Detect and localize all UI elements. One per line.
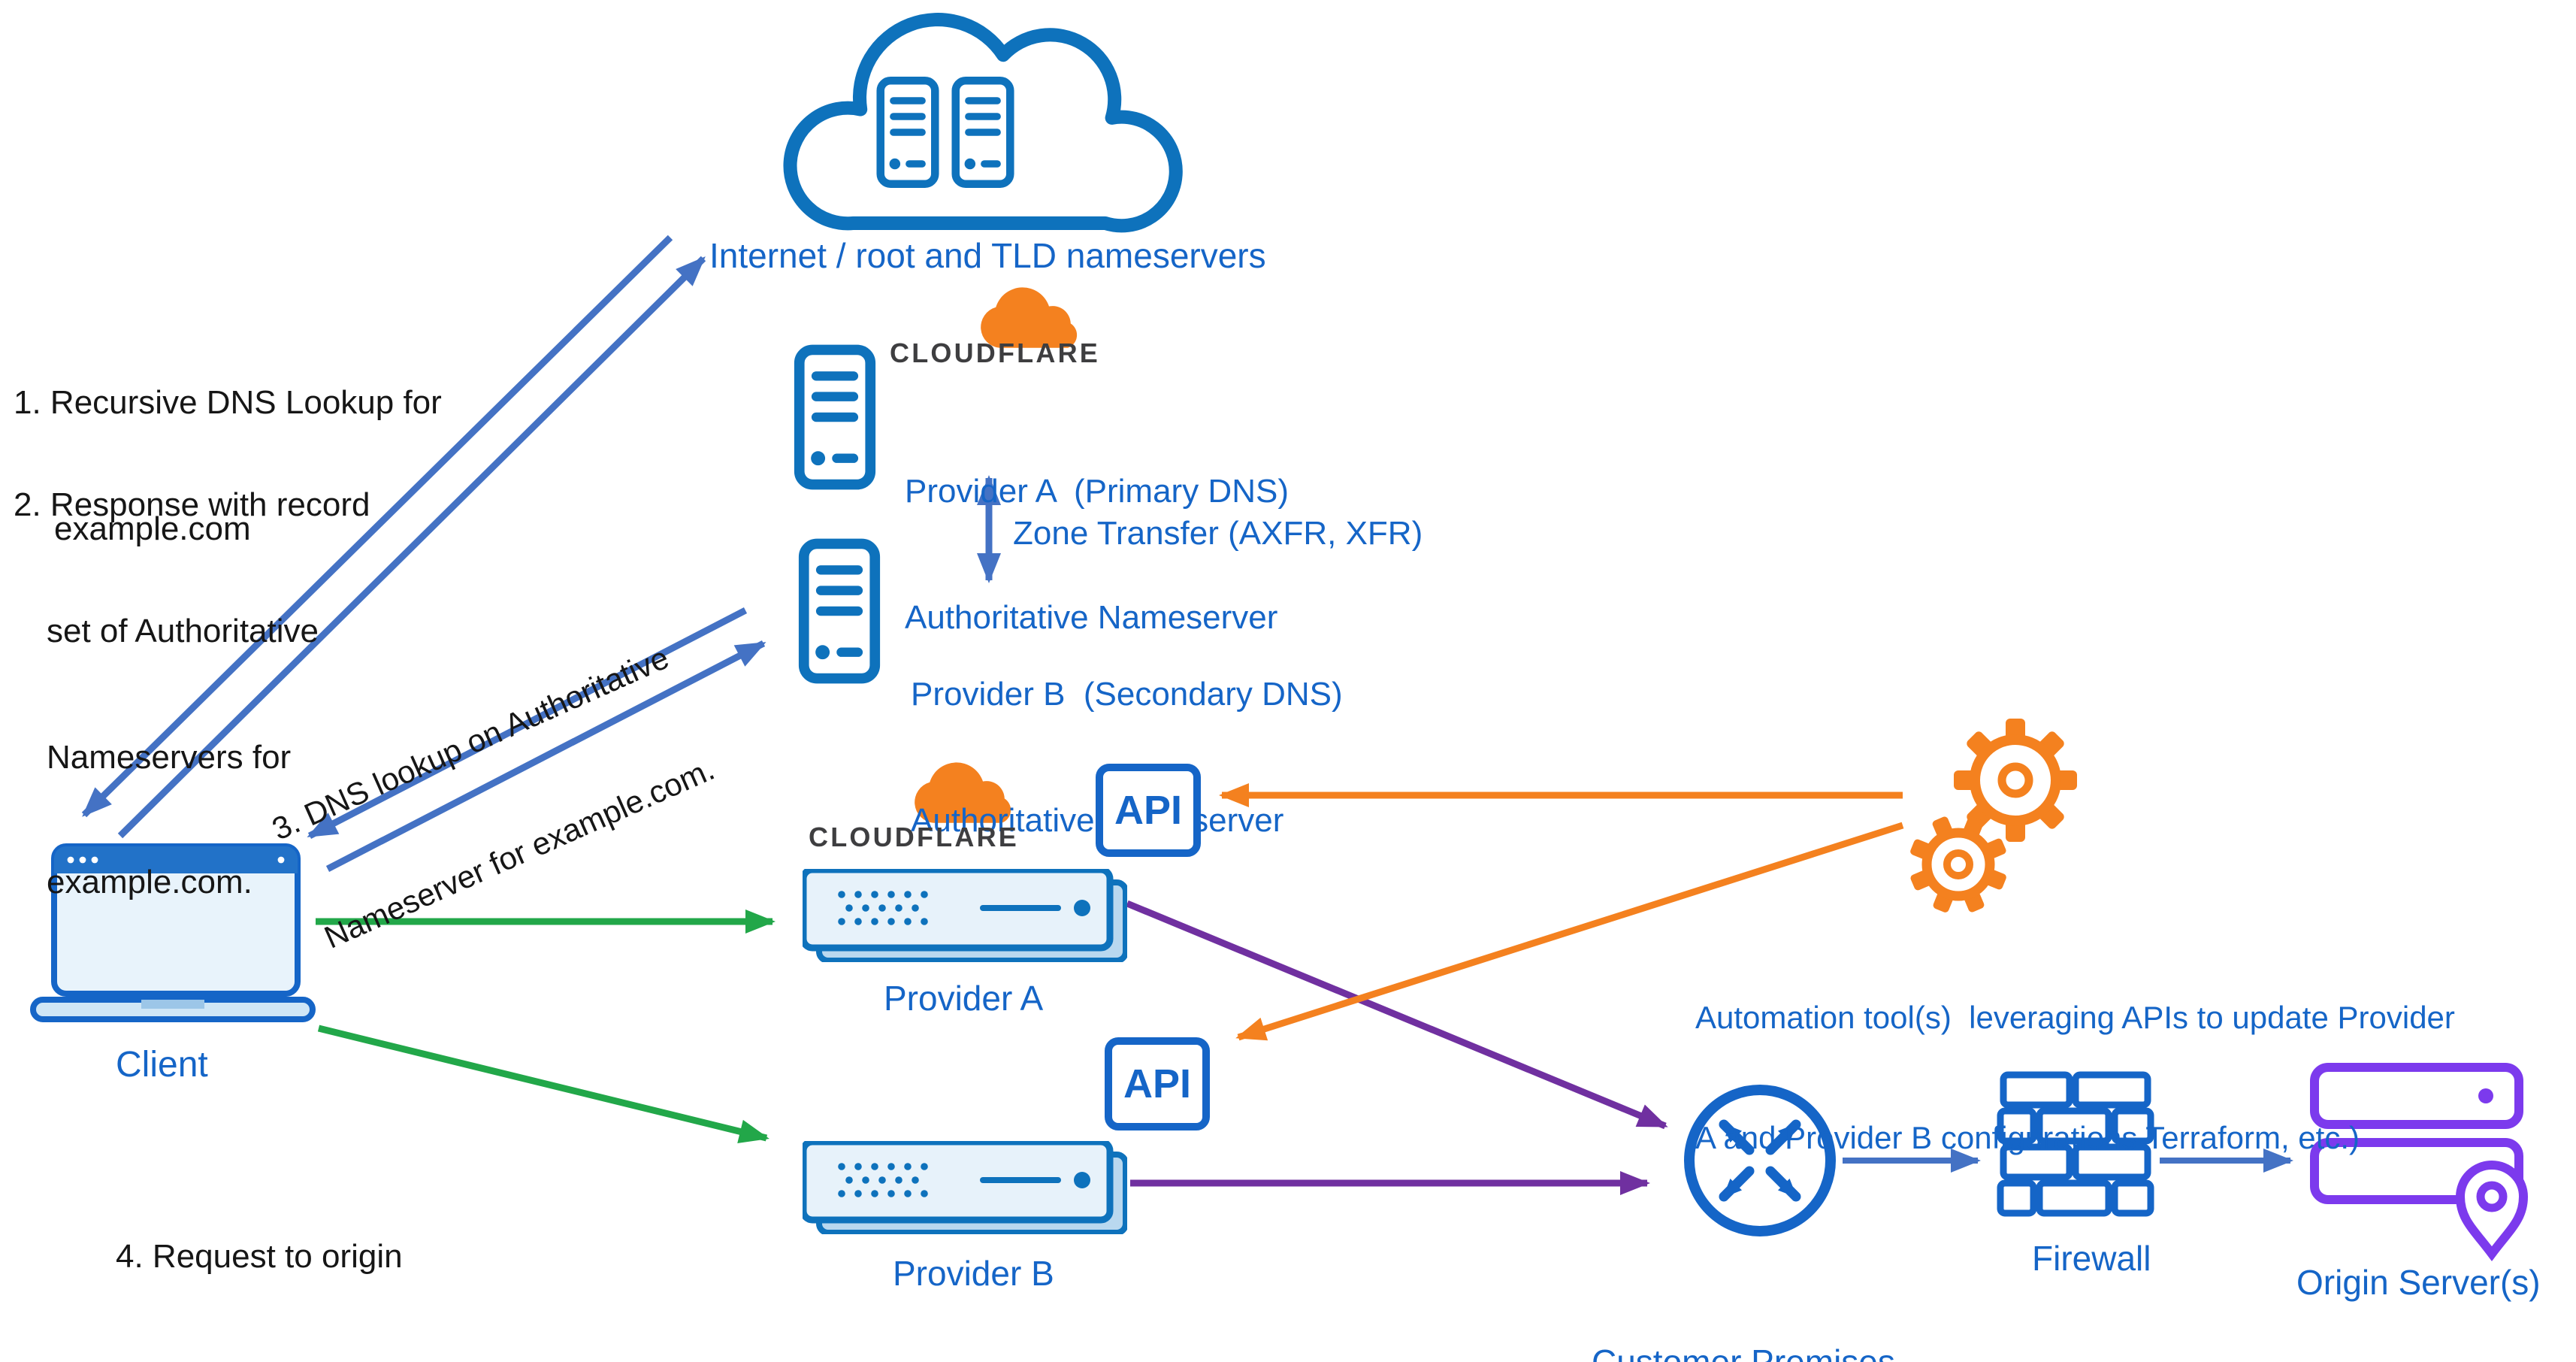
location-pin-icon: [2455, 1161, 2529, 1261]
annotation-step4: 4. Request to origin -> Routed through V…: [116, 1152, 773, 1362]
step2-line1: 2. Response with record: [14, 485, 370, 523]
arrow-provider-a-to-cpe: [1126, 900, 1668, 1130]
automation-label: Automation tool(s) leveraging APIs to up…: [1695, 920, 2455, 1241]
arrow-recursive-lookup: [117, 256, 706, 839]
server-icon-root-1: [881, 80, 936, 183]
api-badge-provider-a: API: [1096, 764, 1201, 857]
arrow-authoritative-lookup: [325, 640, 766, 872]
provider-a-nameserver-label: Provider A (Primary DNS) Authoritative N…: [905, 386, 1289, 722]
origin-label: Origin Server(s): [2296, 1263, 2541, 1302]
annotation-step2: 2. Response with record set of Authorita…: [14, 400, 370, 988]
step4-line1: 4. Request to origin: [116, 1236, 403, 1275]
gears-icon: [1910, 719, 2077, 913]
automation-line2: A and Provider B configurations Terrafor…: [1695, 1121, 2360, 1157]
step1-line2: example.com: [54, 509, 251, 547]
step1-line1: 1. Recursive DNS Lookup for: [14, 383, 442, 421]
provider-a-ns-line1: Provider A (Primary DNS): [905, 471, 1289, 510]
server-icon-provider-b: [804, 543, 875, 678]
provider-b-nameserver-label: Provider B (Secondary DNS) Authoritative…: [911, 589, 1343, 925]
provider-a-proxy-label: Provider A: [884, 979, 1044, 1018]
annotation-step1: 1. Recursive DNS Lookup for example.com: [14, 298, 442, 634]
cloudflare-wordmark-proxy: CLOUDFLARE: [809, 822, 1019, 852]
proxy-appliance-icon-b: [803, 1142, 1126, 1233]
laptop-icon: [30, 843, 316, 1022]
arrow-automation-to-api-b: [1235, 822, 1904, 1041]
provider-a-ns-line2: Authoritative Nameserver: [905, 598, 1278, 636]
cpe-line1: Customer Premises: [1592, 1342, 1895, 1362]
cpe-label: Customer Premises Equipment (CPE): [1592, 1254, 1895, 1362]
automation-line1: Automation tool(s) leveraging APIs to up…: [1695, 1001, 2455, 1037]
server-icon-provider-a: [800, 350, 871, 484]
firewall-label: Firewall: [2032, 1239, 2151, 1278]
arrow-client-to-provider-b: [317, 1025, 769, 1143]
firewall-icon: [1997, 1071, 2154, 1217]
step2-line3: Nameservers for: [47, 737, 292, 775]
arrow-authoritative-response: [307, 607, 748, 839]
provider-b-ns-line1: Provider B (Secondary DNS): [911, 674, 1343, 713]
client-label: Client: [116, 1045, 208, 1085]
step2-line2: set of Authoritative: [47, 611, 319, 649]
server-icon-root-2: [956, 80, 1011, 183]
provider-b-proxy-label: Provider B: [893, 1254, 1054, 1293]
arrow-dns-response: [81, 235, 673, 818]
internet-label: Internet / root and TLD nameservers: [709, 236, 1266, 275]
cpe-router-icon: [1684, 1085, 1836, 1236]
step2-line4: example.com.: [47, 863, 252, 901]
origin-servers-icon: [2310, 1063, 2529, 1261]
api-badge-provider-b: API: [1105, 1037, 1210, 1130]
cloudflare-wordmark-nameserver: CLOUDFLARE: [890, 338, 1100, 368]
zone-transfer-label: Zone Transfer (AXFR, XFR): [1013, 514, 1423, 552]
